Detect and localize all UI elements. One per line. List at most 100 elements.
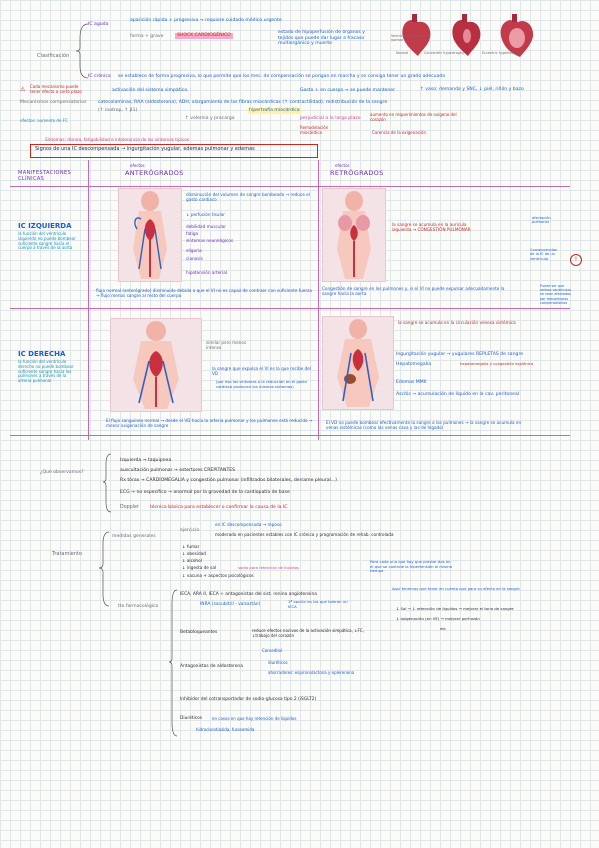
der-hepato-note: hepatomegalia y congestión esplénica	[460, 361, 534, 366]
right-1: ↓ Sal → ↓ retención de líquidos → mejora…	[396, 606, 514, 611]
ejercicio-note: en IC descompensada → reposo	[215, 522, 282, 527]
grid-hline-1	[10, 186, 570, 187]
ic-izq-title: IC IZQUIERDA	[18, 222, 72, 230]
heart-label-normal: Normal	[396, 51, 409, 55]
izq-congest: Congestión de sangre en los pulmones y, …	[322, 286, 505, 297]
medida-3: ↓ ingesta de sal	[182, 565, 217, 570]
vaso-note: ↑ vaso: demanda y SNC, ↓ piel, riñón y b…	[420, 87, 524, 92]
der-item-1: Hepatomegalia	[396, 362, 432, 367]
grid-vline-1	[88, 160, 89, 440]
side-bottom: Puede ser que ambos ventrículos se vean …	[540, 284, 572, 305]
ic-aguda-label: IC aguda	[88, 22, 109, 27]
doppler-desc: técnica básica para establecer o confirm…	[150, 505, 288, 510]
left-note: efectos: aumento de FC	[20, 118, 68, 123]
note-green: Para cada uno que hay que prestar dos en…	[370, 559, 453, 574]
right-2: ↓ oxigenación (en VE) → mejorar perfusió…	[396, 616, 480, 621]
grid-vline-2	[318, 160, 319, 440]
ic-cronica-desc: se establece de forma progresiva, lo que…	[118, 74, 446, 79]
izq-retro-text: la sangre se acumula en la aurícula izqu…	[392, 222, 471, 233]
farma-brace	[168, 589, 178, 737]
tratamiento-title: Tratamiento	[52, 551, 82, 557]
right-note: Aquí tenemos que tener en cuenta que par…	[392, 586, 520, 591]
medida-0: ↓ fumar	[182, 544, 200, 549]
medida-2: ↓ alcohol	[182, 558, 202, 563]
der-retro-text: El VD no puede bombear efectivamente la …	[326, 420, 522, 431]
mecanismos-sub: (↑ inotrop, ↑ β1)	[98, 108, 138, 113]
doppler-label: Doppler	[120, 505, 139, 510]
der-item-2: Edemas MMII	[396, 380, 427, 385]
ic-izq-desc: la función del ventrículo izquierdo no p…	[18, 231, 76, 251]
carencia-note: Carencia de la oxigenación	[372, 130, 427, 135]
antag-1: diuréticos	[268, 660, 288, 665]
izq-anter-item-3: fatiga	[186, 231, 199, 236]
der-flecha: similar pero menos intenso	[206, 340, 247, 351]
observar-item-1: auscultación pulmonar → estertores CREPI…	[120, 468, 236, 473]
signos-box	[30, 144, 318, 158]
ieca-text: IECA, ARA II, IECA + antagonistas del si…	[180, 592, 317, 597]
isglt-text: Inhibidor del cotransportador de sodio-g…	[180, 697, 317, 702]
ic-cronica-label: IC crónica	[88, 74, 111, 79]
anter-small: efectos	[130, 163, 145, 168]
observar-item-0: Izquierda → taquipnea	[120, 458, 172, 463]
inra-text: INRA (sacubitril - valsartán)	[200, 602, 261, 607]
ic-izq-anter-figure	[118, 188, 182, 282]
beta-ej: Carvedilol	[262, 648, 283, 653]
side-top: afectación pulmonar	[532, 216, 551, 225]
izq-anter-item-6: cianosis	[186, 256, 203, 261]
mecanismos-list: catecolaminas, RAA (aldosterona), ADH, a…	[98, 100, 388, 105]
observar-item-3: ECG → no específico → anormal por la gra…	[120, 490, 290, 495]
forma-grave-label: forma + grave	[130, 34, 164, 39]
inra-note: 1ª opción en los que toleran un IECA	[288, 599, 348, 609]
diureticos-sub: hidroclorotiazida, furosemida	[196, 727, 255, 732]
ejercicio-desc: moderado en pacientes estables con IC cr…	[215, 532, 394, 537]
clasificacion-label: Clasificación	[37, 53, 70, 59]
diureticos-label: Diuréticos	[180, 716, 203, 721]
ic-der-title: IC DERECHA	[18, 350, 66, 358]
heart-label-concentric: Concentric hypertrophy	[424, 51, 465, 55]
largo-plazo: perjudicial a la larga plazo	[300, 116, 361, 121]
retro-heading: RETRÓGRADOS	[330, 169, 384, 177]
remodelado-label: Remodelación miocárdica	[300, 125, 329, 135]
side-warning-icon: !	[570, 254, 582, 266]
anter-heading: ANTERÓGRADOS	[125, 169, 184, 177]
diureticos-desc: en casos en que hay retención de líquido…	[212, 716, 297, 721]
mecanismos-label: Mecanismos compensatorios	[20, 100, 87, 105]
heart-label-lv: Ventrículo izquierdo normal	[391, 34, 425, 42]
warning-icon: ⚠	[20, 86, 26, 93]
der-flujo: El flujo sanguíneo normal → desde el VD …	[106, 418, 313, 429]
izq-anter-item-0: disminución del volumen de sangre bombea…	[186, 192, 310, 203]
hipertrofia-label: hipertrofia miocárdica	[248, 108, 301, 114]
izq-anter-item-7: hipotensión arterial	[186, 270, 227, 275]
heart-label-eccentric: Eccentric hypertrophy	[482, 51, 520, 55]
ic-aguda-desc: aparición rápida + progresiva → requiere…	[130, 18, 282, 23]
der-anter-sub: (por eso los síntomas o la reducción en …	[216, 379, 307, 389]
izq-anter-item-4: síntomas neurológicos	[186, 238, 234, 243]
ic-der-desc: la función del ventrículo derecho no pue…	[18, 359, 74, 384]
beta-label: Betabloqueantes	[180, 630, 218, 635]
beta-desc: reduce efectos nocivos de la activación …	[252, 628, 364, 638]
ic-der-retro-figure	[322, 316, 394, 410]
tratamiento-brace	[98, 531, 110, 607]
manif-heading: MANIFESTACIONES CLÍNICAS	[18, 170, 72, 182]
right-3: etc	[440, 626, 447, 631]
side-mid: Consecuencias de la IC de un ventrículo	[530, 248, 557, 261]
der-retro-head: la sangre se acumula en la circulación v…	[398, 320, 516, 325]
retro-small: efectos	[335, 163, 350, 168]
act-simpatica: activación del sistema simpático	[112, 88, 188, 93]
medida-1: ↓ obesidad	[182, 551, 206, 556]
volemia-label: ↑ volemia y precarga	[185, 116, 235, 121]
sintomas-line: Síntomas: disnea, fatigabilidad e intole…	[45, 137, 189, 142]
antag-label: Antagonistas de aldosterona	[180, 664, 243, 669]
grid-hline-3	[10, 435, 570, 436]
der-item-3: Ascitis → acumulación de líquido en la c…	[396, 392, 520, 397]
medida-4: ↓ vacuna + aspectos psicológicos	[182, 573, 254, 578]
observar-q: ¿Qué observamos?	[40, 470, 84, 475]
der-anter-item: la sangre que expulsa el VI es la que re…	[212, 366, 311, 377]
izq-anter-item-5: oliguria	[186, 248, 202, 253]
der-item-0: Ingurgitación yugular → yugulares REPLET…	[396, 352, 524, 357]
izq-flujo: flujo normal (anterógrado) disminuido de…	[96, 288, 312, 299]
ic-izq-retro-figure	[322, 188, 386, 282]
medidas-label: medidas generales	[112, 534, 156, 539]
antag-2: ahorradores: espironolactona y eplerenon…	[268, 670, 355, 675]
gasto-note: Gasto + en cuerpo → se puede mantener	[300, 88, 395, 93]
